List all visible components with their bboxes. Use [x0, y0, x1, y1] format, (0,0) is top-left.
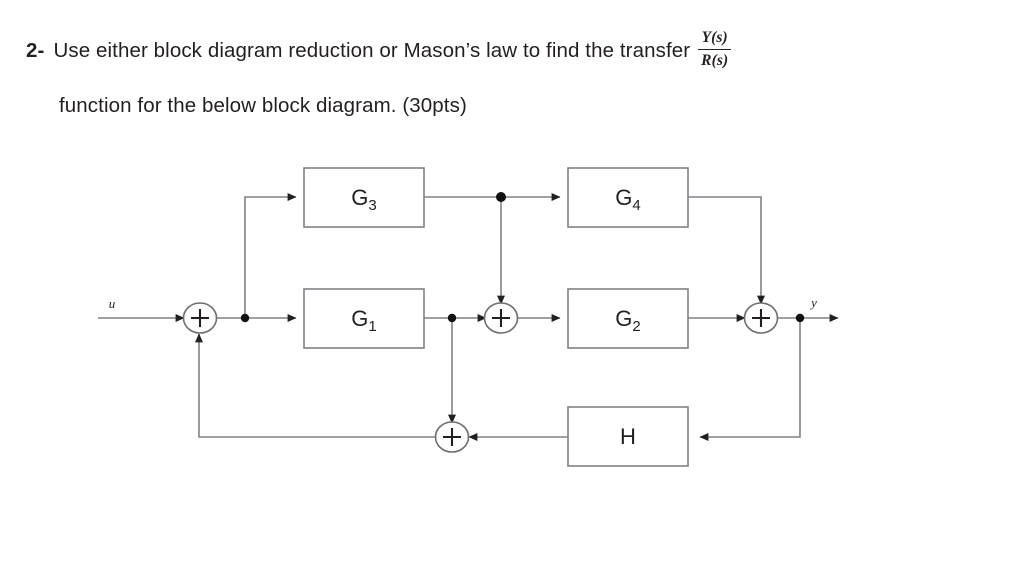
block-g4-label: G4: [615, 185, 640, 214]
block-g3-label: G3: [351, 185, 376, 214]
summing-junction-1: [182, 302, 218, 334]
block-g3-base: G: [351, 185, 368, 210]
block-h-label: H: [620, 424, 636, 449]
block-g4-rect: [567, 167, 689, 228]
block-g2: G2: [567, 288, 689, 349]
wire-g4-to-sum3: [688, 196, 765, 305]
block-h-base: H: [620, 424, 636, 449]
input-signal-label: u: [109, 296, 116, 311]
fraction-bar: [698, 48, 732, 51]
branch-dot-after-g1: [447, 313, 457, 323]
question-line-1: 2- Use either block diagram reduction or…: [26, 29, 986, 77]
output-signal-label: y: [809, 295, 817, 310]
block-g2-base: G: [615, 306, 632, 331]
block-g3-sub: 3: [368, 197, 376, 214]
question-block: 2- Use either block diagram reduction or…: [26, 29, 986, 123]
wire-sum4-to-sum1: [195, 333, 436, 438]
block-h: H: [567, 406, 689, 467]
block-g1-label: G1: [351, 306, 376, 335]
block-g2-sub: 2: [632, 318, 640, 335]
block-g1-rect: [303, 288, 425, 349]
block-g1: G1: [303, 288, 425, 349]
summing-junction-4: [434, 421, 470, 453]
branch-dot-after-g3: [496, 192, 506, 202]
block-g3-rect: [303, 167, 425, 228]
summing-junction-2: [483, 302, 519, 334]
block-g1-sub: 1: [368, 318, 376, 335]
question-text-line-2: function for the below block diagram. (3…: [59, 94, 467, 118]
block-g4-sub: 4: [632, 197, 640, 214]
block-g1-base: G: [351, 306, 368, 331]
wire-branch-to-g3: [244, 193, 297, 318]
branch-dot-after-sum1: [240, 313, 250, 323]
fraction-denominator: R(s): [701, 52, 729, 70]
block-g2-rect: [567, 288, 689, 349]
fraction-numerator: Y(s): [701, 29, 728, 46]
question-line-2: function for the below block diagram. (3…: [26, 89, 986, 123]
branch-dot-output: [795, 313, 805, 323]
block-g4: G4: [567, 167, 689, 228]
question-text-line-1: Use either block diagram reduction or Ma…: [53, 39, 691, 62]
wire-output-to-h: [699, 318, 801, 441]
block-diagram: G3 G4 G1 G2: [0, 140, 1024, 540]
block-g2-label: G2: [615, 306, 640, 335]
question-number: 2-: [26, 39, 45, 62]
transfer-function-fraction: Y(s) R(s): [698, 28, 732, 71]
block-diagram-svg: G3 G4 G1 G2: [98, 167, 839, 467]
block-h-rect: [567, 406, 689, 467]
block-g3: G3: [303, 167, 425, 228]
summing-junction-3: [743, 302, 779, 334]
block-g4-base: G: [615, 185, 632, 210]
